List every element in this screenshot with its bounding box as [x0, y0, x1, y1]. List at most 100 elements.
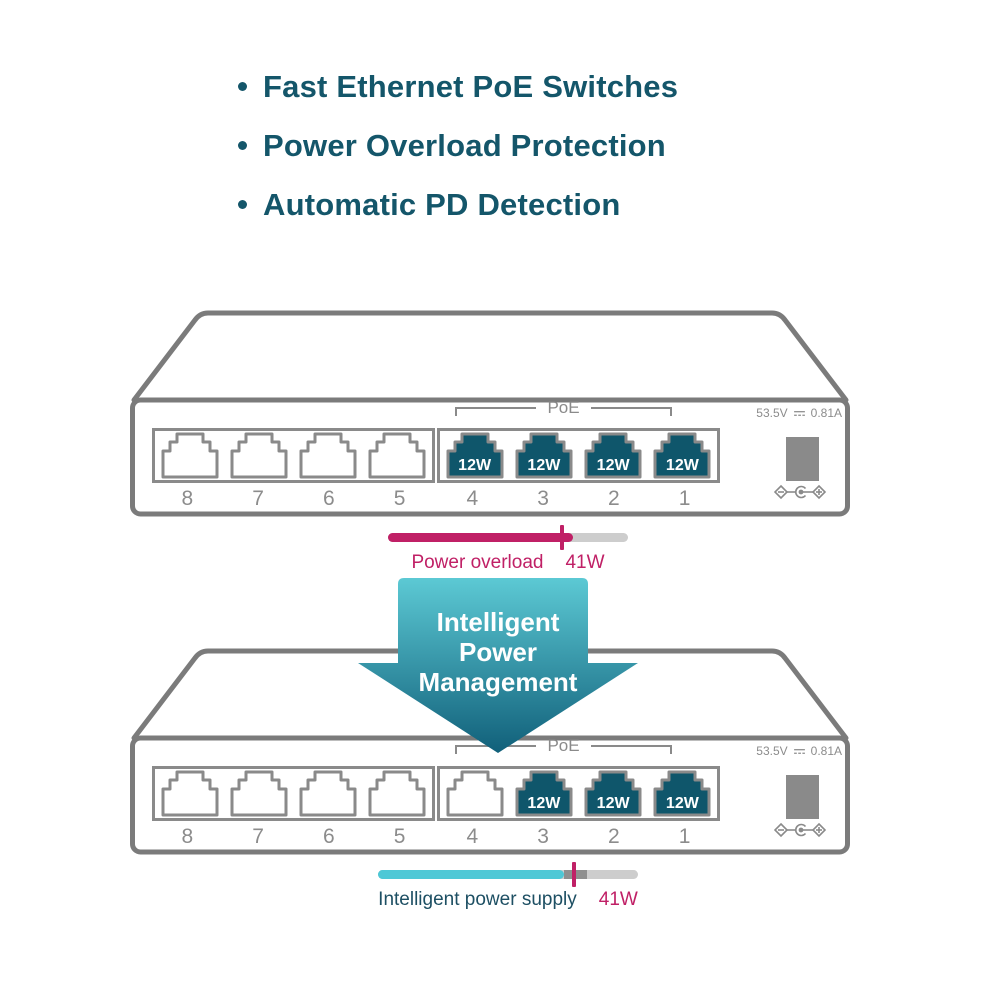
ports-row: 12W 12W 12W — [437, 766, 720, 821]
poe-port-icon: 12W — [515, 432, 573, 479]
port-number: 2 — [608, 825, 620, 848]
bar-label: Intelligent power supply 41W — [378, 889, 638, 912]
arrow-caption-line: Power — [458, 637, 538, 667]
bullet-icon — [238, 200, 247, 209]
port-wattage: 12W — [665, 457, 699, 474]
poe-bracket: PoE — [455, 399, 673, 424]
poe-port-icon: 12W — [653, 770, 711, 817]
bullet-icon — [238, 82, 247, 91]
poe-port-icon: 12W — [653, 432, 711, 479]
port-number: 6 — [323, 487, 335, 510]
power-overload-bar: Power overload 41W — [388, 525, 628, 575]
ethernet-port-icon — [161, 432, 219, 479]
current-label: 0.81A — [810, 406, 842, 420]
port-wattage: 12W — [596, 795, 630, 812]
poe-port-icon: 12W — [446, 432, 504, 479]
bar-value: 41W — [565, 552, 605, 573]
port-wattage: 12W — [665, 795, 699, 812]
port-numbers-row: 4 3 2 1 — [437, 487, 720, 511]
port-number: 6 — [323, 825, 335, 848]
port-number: 8 — [181, 825, 194, 848]
feature-text: Power Overload Protection — [263, 127, 666, 163]
ethernet-port-icon — [299, 770, 357, 817]
bar-fill — [378, 870, 564, 879]
ethernet-port-icon — [230, 432, 288, 479]
ethernet-port-icon — [299, 432, 357, 479]
poe-group-label: PoE — [547, 398, 580, 417]
port-number: 2 — [608, 487, 620, 510]
feature-text: Fast Ethernet PoE Switches — [263, 68, 679, 104]
current-label: 0.81A — [810, 744, 842, 758]
port-group-uplink: 8 7 6 5 — [152, 766, 435, 849]
arrow-caption: Intelligent Power Management — [358, 607, 638, 697]
down-arrow-icon — [358, 578, 638, 753]
port-group-poe: 12W 12W 12W 12W 4 3 2 1 — [437, 428, 720, 511]
ethernet-port-icon — [368, 770, 426, 817]
limit-marker — [560, 525, 564, 550]
port-number: 4 — [466, 825, 479, 848]
poe-port-icon: 12W — [584, 432, 642, 479]
bar-track — [388, 525, 628, 550]
poe-switch-overloaded: PoE 53.5V 0.81A 8 7 6 5 — [130, 310, 850, 518]
bracket-line — [590, 407, 673, 417]
port-wattage: 12W — [596, 457, 630, 474]
polarity-icon — [774, 484, 827, 500]
port-number: 5 — [393, 487, 406, 510]
port-wattage: 12W — [458, 457, 492, 474]
bar-fill — [388, 533, 573, 542]
port-number: 8 — [181, 487, 194, 510]
bar-label-text: Power overload — [411, 552, 544, 573]
port-wattage: 12W — [527, 457, 561, 474]
port-number: 7 — [252, 825, 264, 848]
limit-marker — [572, 862, 577, 887]
port-wattage: 12W — [527, 795, 561, 812]
feature-item: Fast Ethernet PoE Switches — [238, 57, 678, 116]
poe-port-icon: 12W — [515, 770, 573, 817]
ethernet-port-icon — [368, 432, 426, 479]
port-group-uplink: 8 7 6 5 — [152, 428, 435, 511]
dc-power-jack — [786, 775, 819, 819]
poe-port-icon: 12W — [584, 770, 642, 817]
port-number: 4 — [466, 487, 479, 510]
ports-row: 12W 12W 12W 12W — [437, 428, 720, 483]
port-number: 7 — [252, 487, 264, 510]
ports-row — [152, 766, 435, 821]
power-rating: 53.5V 0.81A — [756, 407, 842, 419]
dc-power-jack — [786, 437, 819, 481]
port-numbers-row: 8 7 6 5 — [152, 825, 435, 849]
arrow-caption-line: Management — [418, 667, 578, 697]
intelligent-supply-bar: Intelligent power supply 41W — [378, 862, 638, 912]
polarity-icon — [774, 822, 827, 838]
power-rating: 53.5V 0.81A — [756, 745, 842, 757]
dc-symbol-icon — [793, 748, 805, 754]
ethernet-port-icon — [161, 770, 219, 817]
port-number: 3 — [537, 487, 549, 510]
port-number: 5 — [393, 825, 406, 848]
intelligent-power-management-arrow: Intelligent Power Management — [358, 578, 638, 754]
bar-label-text: Intelligent power supply — [378, 889, 577, 910]
feature-text: Automatic PD Detection — [263, 186, 621, 222]
feature-item: Automatic PD Detection — [238, 175, 678, 234]
bracket-line — [590, 745, 673, 755]
ports-row — [152, 428, 435, 483]
arrow-caption-line: Intelligent — [436, 607, 560, 637]
bar-label: Power overload 41W — [388, 552, 628, 575]
port-group-poe: 12W 12W 12W 4 3 2 1 — [437, 766, 720, 849]
feature-item: Power Overload Protection — [238, 116, 678, 175]
port-numbers-row: 8 7 6 5 — [152, 487, 435, 511]
ethernet-port-icon — [230, 770, 288, 817]
voltage-label: 53.5V — [756, 406, 788, 420]
voltage-label: 53.5V — [756, 744, 788, 758]
port-number: 1 — [678, 825, 691, 848]
bar-track — [378, 862, 638, 887]
bullet-icon — [238, 141, 247, 150]
bar-value: 41W — [598, 889, 638, 910]
port-number: 1 — [678, 487, 691, 510]
feature-list: Fast Ethernet PoE Switches Power Overloa… — [238, 57, 678, 234]
port-number: 3 — [537, 825, 549, 848]
poe-switch-managed: PoE 53.5V 0.81A 8 7 6 5 — [130, 648, 850, 856]
bracket-line — [455, 407, 537, 417]
port-numbers-row: 4 3 2 1 — [437, 825, 720, 849]
poe-group-label: PoE — [547, 736, 580, 755]
